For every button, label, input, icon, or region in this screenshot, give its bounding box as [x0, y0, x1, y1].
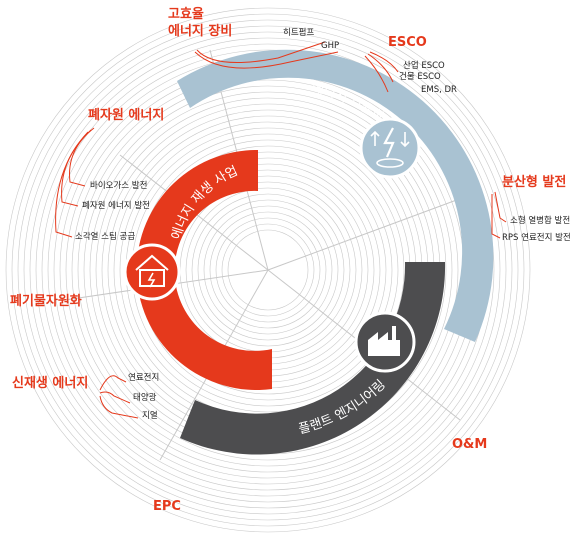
- ring: [35, 37, 501, 503]
- category-high-efficiency-line1: 고효율: [168, 6, 204, 22]
- category-distributed: 분산형 발전: [502, 174, 566, 190]
- ring: [77, 79, 459, 461]
- category-epc: EPC: [153, 499, 181, 514]
- ring: [203, 205, 333, 335]
- sub-building-esco: 건물 ESCO: [399, 71, 441, 82]
- category-om: O&M: [452, 437, 487, 452]
- ring: [227, 229, 309, 311]
- house-solar-icon: [123, 243, 181, 301]
- ring: [221, 223, 315, 317]
- sub-small-chp: 소형 열병합 발전: [510, 215, 570, 226]
- sub-heat-pump: 히트펌프: [283, 27, 314, 38]
- efficiency-band: [177, 49, 494, 342]
- category-high-efficiency-line2: 에너지 장비: [168, 23, 232, 39]
- ring: [215, 217, 321, 323]
- ring: [29, 31, 507, 509]
- ring: [17, 19, 519, 521]
- leader-lines: [55, 41, 507, 419]
- ring: [41, 43, 495, 497]
- sub-geothermal: 지열: [142, 411, 158, 421]
- sub-incineration-steam: 소각열 스팀 공급: [75, 231, 135, 242]
- sub-biogas: 바이오가스 발전: [90, 180, 147, 191]
- ring: [23, 25, 513, 515]
- electricity-updown-icon: [359, 117, 421, 179]
- plant-band: [180, 262, 446, 455]
- ring: [5, 7, 531, 533]
- ring: [11, 13, 525, 527]
- ring: [191, 193, 345, 347]
- sub-industry-esco: 산업 ESCO: [403, 60, 445, 71]
- sub-waste-energy-power: 폐자원 에너지 발전: [82, 200, 150, 211]
- category-esco: ESCO: [388, 35, 427, 50]
- category-new-renewable: 신재생 에너지: [12, 375, 88, 391]
- sub-ems-dr: EMS, DR: [421, 85, 457, 95]
- category-waste-recycling: 폐기물자원화: [10, 293, 82, 309]
- sub-ghp: GHP: [321, 41, 339, 51]
- category-waste-energy: 폐자원 에너지: [88, 107, 164, 123]
- ring: [197, 199, 339, 341]
- sub-solar: 태양광: [133, 392, 157, 403]
- factory-icon: [354, 311, 416, 373]
- sub-fuel-cell: 연료전지: [128, 372, 159, 383]
- sub-rps-fuel-cell: RPS 연료전지 발전: [502, 232, 571, 243]
- ring: [209, 211, 327, 329]
- renewable-band: [136, 149, 272, 390]
